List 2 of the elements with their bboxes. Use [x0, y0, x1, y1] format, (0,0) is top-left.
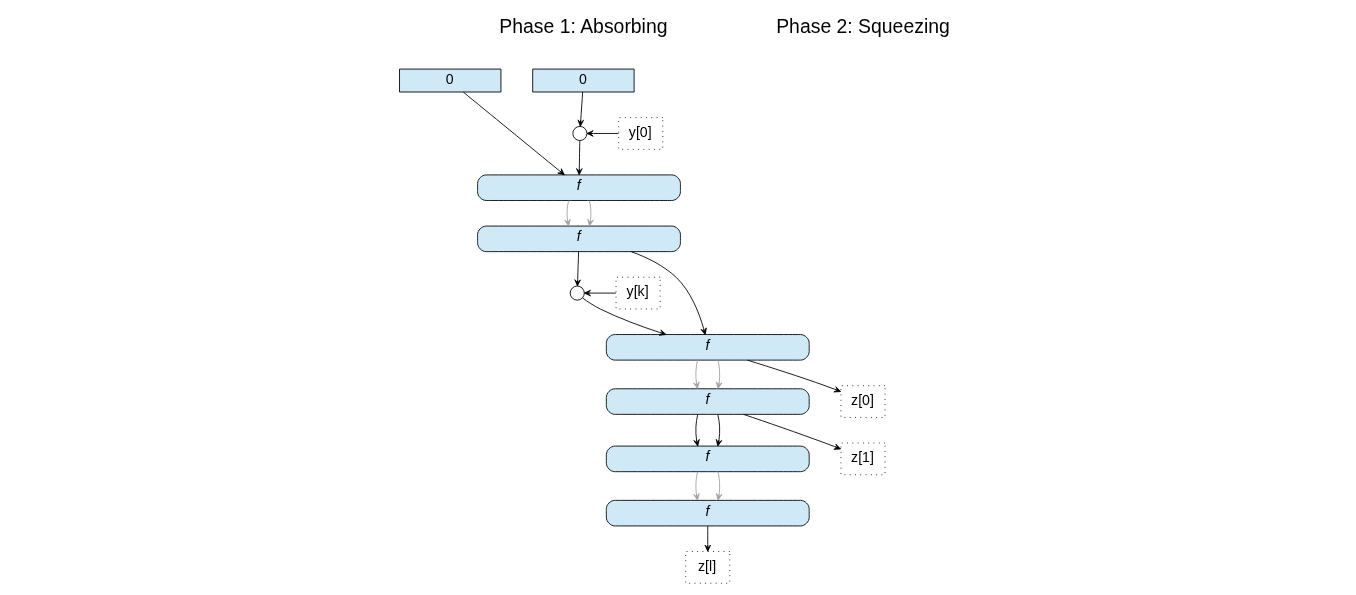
label: Phase 1: Absorbing	[499, 14, 668, 37]
label: Phase 2: Squeezing	[776, 14, 950, 37]
